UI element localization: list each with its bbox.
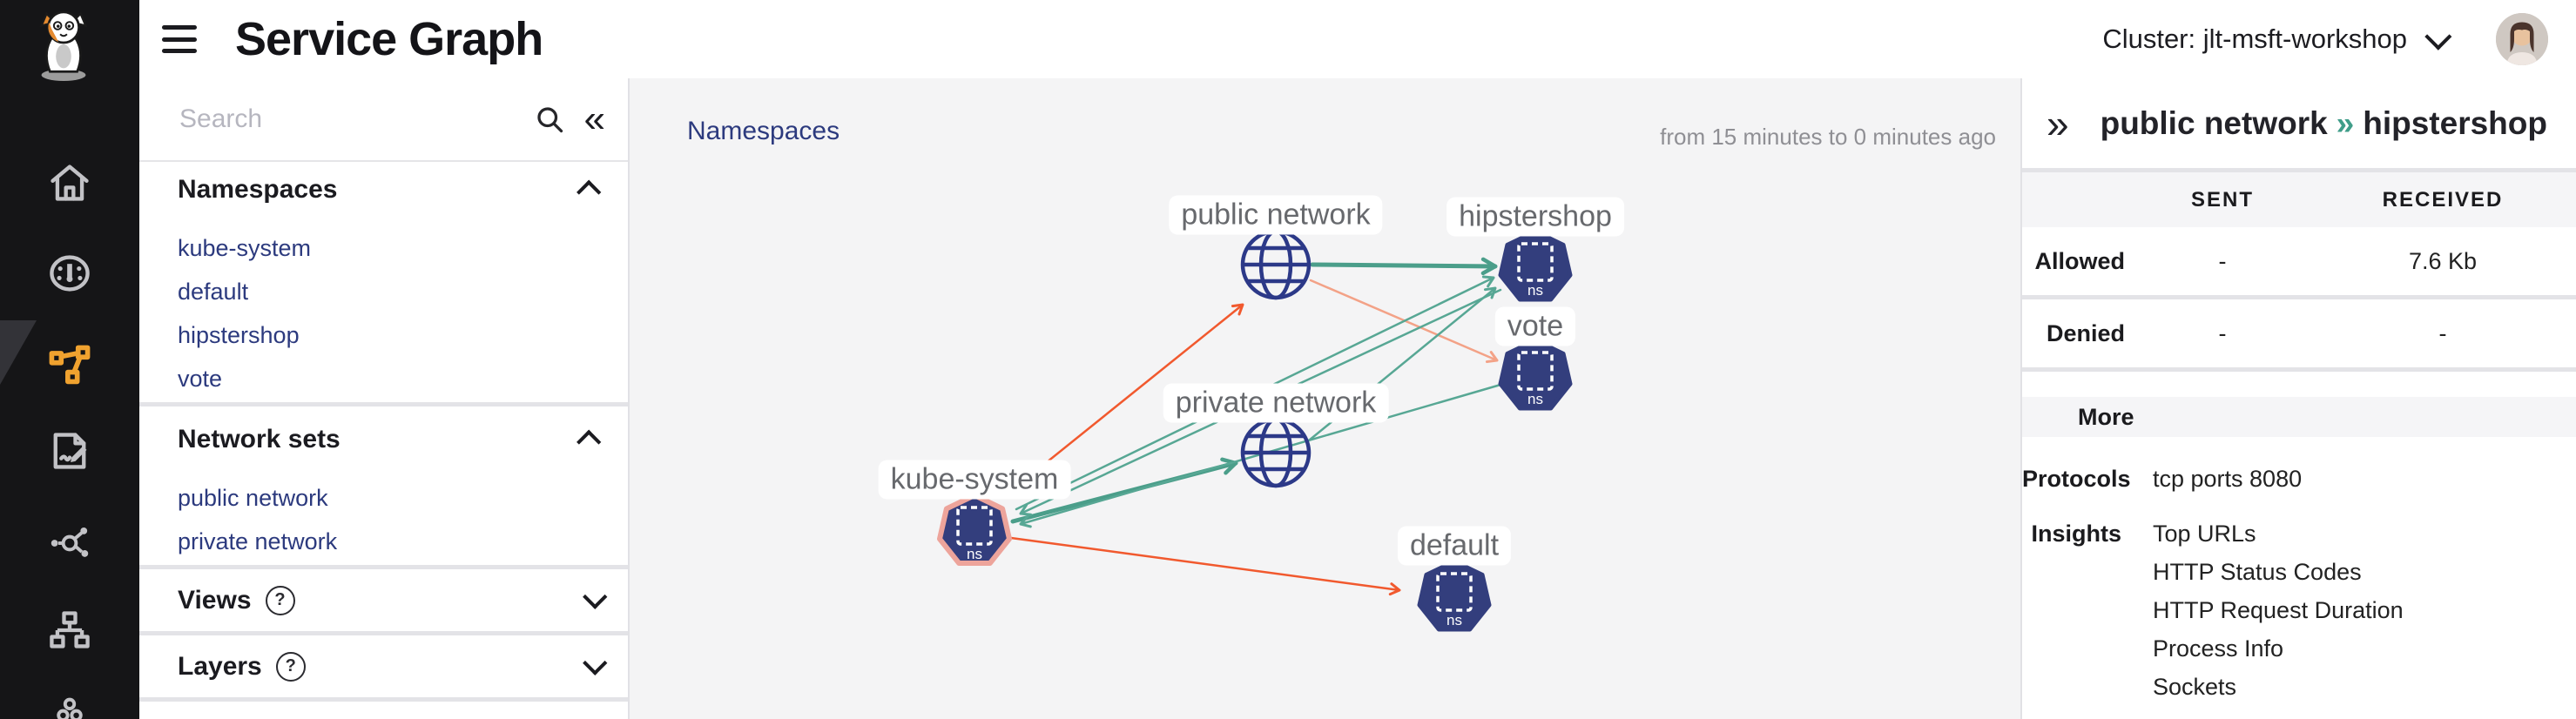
- icon-rail: [0, 0, 139, 719]
- search-row: «: [139, 78, 628, 162]
- row-label: Allowed: [2034, 247, 2125, 274]
- insight-http-request-duration[interactable]: HTTP Request Duration: [2153, 597, 2404, 623]
- flow-table-row-allowed: Allowed - 7.6 Kb: [2022, 227, 2576, 299]
- column-received: RECEIVED: [2382, 187, 2504, 212]
- section-network-sets: Network sets public network private networ…: [139, 407, 628, 569]
- help-icon[interactable]: ?: [275, 651, 306, 682]
- page-title: Service Graph: [235, 13, 543, 65]
- network-tree-icon[interactable]: [45, 606, 94, 655]
- section-layers: Layers?: [139, 635, 628, 702]
- graph-node-vote[interactable]: ns: [1498, 338, 1573, 411]
- section-label: Namespaces: [178, 175, 338, 204]
- details-title-target: hipstershop: [2363, 104, 2547, 141]
- search-input[interactable]: [178, 104, 534, 135]
- search-icon[interactable]: [534, 104, 565, 135]
- cluster-dropdown[interactable]: Cluster: jlt-msft-workshop: [2102, 23, 2452, 55]
- received-value: -: [2438, 319, 2447, 346]
- expand-panel-icon[interactable]: »: [2047, 100, 2069, 146]
- chevron-down-icon: [2424, 23, 2452, 50]
- graph-node-private-network[interactable]: [1240, 417, 1312, 488]
- dashboard-icon[interactable]: [45, 249, 94, 298]
- protocols-row: Protocols tcp ports 8080: [2022, 460, 2576, 498]
- graph-node-label-private-network[interactable]: private network: [1163, 383, 1389, 423]
- chevron-down-icon: [583, 584, 608, 609]
- section-label: Layers: [178, 651, 262, 681]
- policies-icon[interactable]: [45, 427, 94, 475]
- sidebar-item-kube-system[interactable]: kube-system: [178, 234, 312, 261]
- user-avatar[interactable]: [2496, 13, 2548, 65]
- svg-text:ns: ns: [1446, 612, 1462, 628]
- svg-text:ns: ns: [1527, 282, 1543, 299]
- home-icon[interactable]: [45, 158, 94, 207]
- section-views: Views?: [139, 569, 628, 635]
- svg-text:ns: ns: [1527, 391, 1543, 407]
- protocols-label: Protocols: [2022, 466, 2131, 492]
- hamburger-menu-icon[interactable]: [162, 25, 197, 53]
- graph-svg: ns ns ns ns: [937, 229, 1573, 632]
- edge-public-network-to-hipstershop[interactable]: [1310, 257, 1498, 276]
- breadcrumb-namespaces[interactable]: Namespaces: [687, 117, 840, 145]
- left-panel: « Namespaces kube-system default hipstersho…: [139, 78, 630, 719]
- received-value: 7.6 Kb: [2408, 247, 2478, 274]
- chevron-up-icon: [577, 179, 602, 205]
- graph-node-label-default[interactable]: default: [1397, 526, 1512, 566]
- insight-sockets[interactable]: Sockets: [2153, 674, 2237, 700]
- row-label: Denied: [2046, 319, 2125, 346]
- sent-value: -: [2218, 247, 2227, 274]
- cluster-dropdown-label: Cluster: jlt-msft-workshop: [2102, 24, 2407, 54]
- section-namespaces: Namespaces kube-system default hipstershop v…: [139, 162, 628, 407]
- active-rail-notch: [0, 320, 37, 385]
- insights-label: Insights: [2031, 521, 2121, 547]
- section-header-views[interactable]: Views?: [139, 569, 628, 631]
- sidebar-item-public-network[interactable]: public network: [178, 484, 328, 511]
- edge-kube-system-to-default[interactable]: [1009, 536, 1401, 596]
- protocols-value: tcp ports 8080: [2153, 466, 2303, 492]
- endpoints-icon[interactable]: [45, 519, 94, 568]
- graph-node-label-hipstershop[interactable]: hipstershop: [1446, 197, 1624, 237]
- time-range-label: from 15 minutes to 0 minutes ago: [1660, 124, 1996, 150]
- graph-node-default[interactable]: ns: [1417, 559, 1492, 632]
- section-label: Views: [178, 585, 252, 615]
- flow-table-row-denied: Denied - -: [2022, 299, 2576, 372]
- svg-text:ns: ns: [967, 546, 982, 562]
- section-header-namespaces[interactable]: Namespaces: [139, 162, 628, 218]
- chevron-up-icon: [577, 429, 602, 454]
- graph-node-label-vote[interactable]: vote: [1494, 306, 1576, 346]
- sidebar-item-private-network[interactable]: private network: [178, 527, 338, 554]
- section-header-network-sets[interactable]: Network sets: [139, 407, 628, 467]
- help-icon[interactable]: ?: [265, 585, 295, 615]
- insight-process-info[interactable]: Process Info: [2153, 635, 2284, 662]
- calico-cat-logo: [39, 10, 88, 82]
- flow-direction-icon: »: [2336, 104, 2355, 141]
- clusters-icon[interactable]: [45, 693, 94, 719]
- graph-node-label-kube-system[interactable]: kube-system: [878, 460, 1071, 500]
- collapse-panel-icon[interactable]: «: [583, 97, 605, 140]
- sidebar-item-hipstershop[interactable]: hipstershop: [178, 321, 300, 348]
- details-title: public network » hipstershop: [2101, 105, 2547, 142]
- graph-node-kube-system[interactable]: ns: [937, 493, 1012, 566]
- chevron-down-icon: [583, 650, 608, 675]
- sidebar-item-default[interactable]: default: [178, 278, 249, 305]
- insight-top-urls[interactable]: Top URLs: [2153, 521, 2256, 547]
- column-sent: SENT: [2190, 187, 2254, 212]
- header-bar: Service Graph Cluster: jlt-msft-workshop: [139, 0, 2576, 80]
- details-title-source: public network: [2100, 104, 2328, 141]
- service-graph-canvas[interactable]: ns ns ns ns public network private network hi…: [630, 78, 2020, 719]
- sent-value: -: [2218, 319, 2227, 346]
- details-panel: » public network » hipstershop SENT RECE…: [2020, 78, 2576, 719]
- more-section-header[interactable]: More: [2022, 397, 2576, 437]
- details-title-row: » public network » hipstershop: [2022, 78, 2576, 172]
- service-graph-icon[interactable]: [45, 341, 94, 390]
- insight-http-status-codes[interactable]: HTTP Status Codes: [2153, 559, 2362, 585]
- flow-table-header: SENT RECEIVED: [2022, 172, 2576, 227]
- section-header-layers[interactable]: Layers?: [139, 635, 628, 697]
- graph-node-hipstershop[interactable]: ns: [1498, 229, 1573, 302]
- section-label: Network sets: [178, 425, 341, 454]
- graph-node-public-network[interactable]: [1240, 229, 1312, 300]
- sidebar-item-vote[interactable]: vote: [178, 365, 223, 392]
- graph-node-label-public-network[interactable]: public network: [1169, 195, 1383, 235]
